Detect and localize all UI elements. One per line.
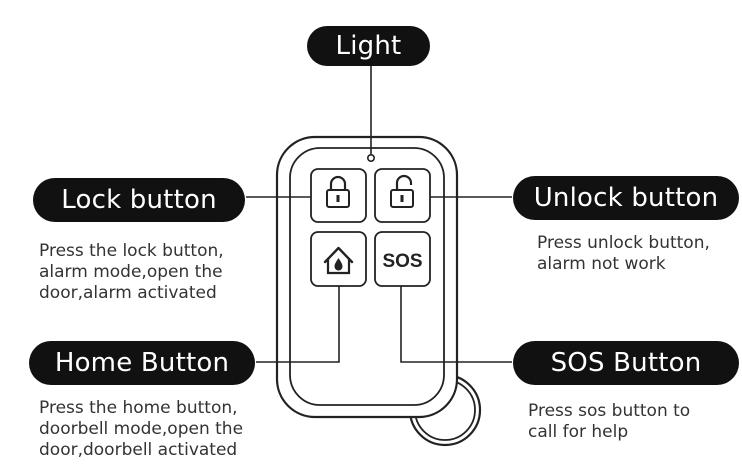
unlock-callout-description: Press unlock button, alarm not work (537, 233, 710, 275)
lock-desc-line: door,alarm activated (39, 283, 217, 303)
unlock-callout-title: Unlock button (513, 176, 739, 220)
lock-key (310, 168, 367, 223)
light-callout-title: Light (307, 26, 430, 66)
home-desc-line: doorbell mode,open the (39, 419, 244, 439)
connector-sos (400, 286, 512, 363)
sos-desc-line: Press sos button to (528, 401, 691, 421)
sos-desc-line: call for help (528, 422, 629, 442)
home-desc-line: Press the home button, (39, 398, 238, 418)
unlock-icon (390, 174, 414, 208)
sos-key-label: SOS (382, 251, 422, 272)
sos-key: SOS (374, 231, 431, 287)
connector-home (256, 286, 340, 363)
lock-desc-line: Press the lock button, (39, 241, 224, 261)
home-desc-line: door,doorbell activated (39, 440, 238, 460)
lock-desc-line: alarm mode,open the (39, 262, 223, 282)
lock-callout-description: Press the lock button, alarm mode,open t… (39, 241, 224, 304)
home-callout-title: Home Button (29, 341, 255, 385)
sos-callout-description: Press sos button to call for help (528, 401, 690, 443)
unlock-key (374, 168, 431, 223)
home-callout-description: Press the home button, doorbell mode,ope… (39, 398, 243, 461)
unlock-desc-line: Press unlock button, (537, 233, 710, 253)
remote-body-inner (289, 147, 445, 406)
lock-callout-title: Lock button (33, 178, 245, 222)
indicator-light (366, 154, 375, 163)
home-key (310, 231, 367, 287)
unlock-desc-line: alarm not work (537, 254, 666, 274)
home-icon (323, 246, 354, 275)
lock-icon (326, 175, 350, 208)
sos-callout-title: SOS Button (513, 341, 739, 385)
